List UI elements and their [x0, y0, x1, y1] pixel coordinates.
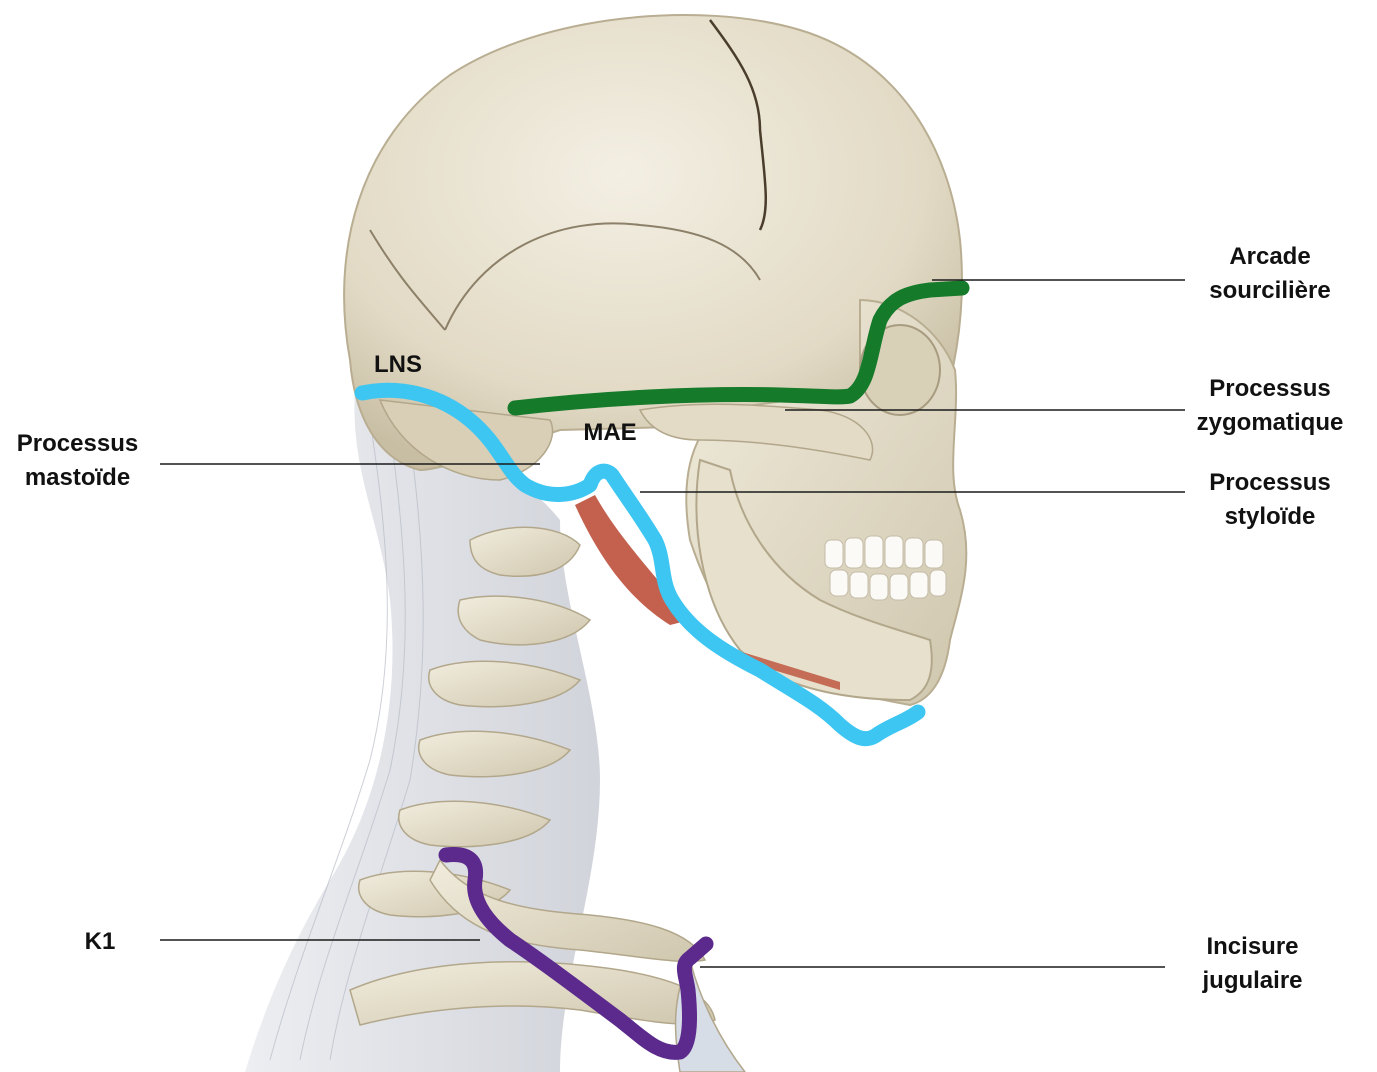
label-incisure-jugulaire: Incisure jugulaire — [1170, 930, 1335, 998]
label-zygomatique-line1: Processus — [1195, 372, 1345, 406]
label-incisure-line2: jugulaire — [1170, 964, 1335, 998]
label-processus-styloide: Processus styloïde — [1195, 466, 1345, 534]
label-arcade-line2: sourcilière — [1195, 274, 1345, 308]
label-k1: K1 — [70, 925, 130, 959]
label-mastoide-line2: mastoïde — [0, 461, 155, 495]
label-processus-mastoide: Processus mastoïde — [0, 427, 155, 495]
label-lns: LNS — [368, 348, 428, 382]
label-styloide-line1: Processus — [1195, 466, 1345, 500]
label-styloide-line2: styloïde — [1195, 500, 1345, 534]
label-incisure-line1: Incisure — [1170, 930, 1335, 964]
label-zygomatique-line2: zygomatique — [1195, 406, 1345, 440]
label-mae: MAE — [575, 416, 645, 450]
label-mastoide-line1: Processus — [0, 427, 155, 461]
label-arcade-line1: Arcade — [1195, 240, 1345, 274]
label-arcade-sourciliere: Arcade sourcilière — [1195, 240, 1345, 308]
label-processus-zygomatique: Processus zygomatique — [1195, 372, 1345, 440]
